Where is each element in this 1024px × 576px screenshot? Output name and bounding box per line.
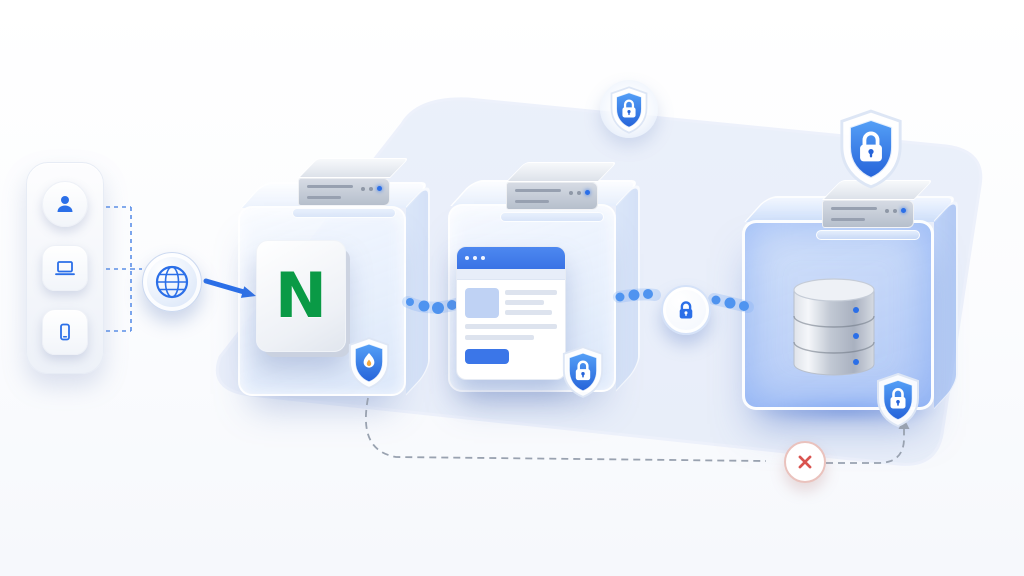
browser-window-icon xyxy=(456,246,566,380)
server-led xyxy=(377,186,382,191)
content-thumbnail xyxy=(465,288,499,318)
laptop-icon xyxy=(55,261,75,276)
shield-flame-icon xyxy=(348,337,390,389)
arrow-right-icon xyxy=(203,278,256,298)
client-link-lines xyxy=(106,206,142,332)
server-icon xyxy=(298,178,390,206)
lock-circle-icon xyxy=(661,285,711,335)
content-button xyxy=(465,349,509,364)
server-pedestal xyxy=(816,230,920,240)
shield-lock-icon xyxy=(562,346,604,398)
client-devices-panel xyxy=(26,162,104,374)
shield-lock-icon xyxy=(877,372,919,428)
user-tile xyxy=(42,181,88,227)
server-pedestal xyxy=(500,212,604,222)
flow-app-to-db xyxy=(613,288,754,313)
shield-lock-icon xyxy=(610,86,648,134)
browser-content xyxy=(457,280,565,372)
lock-icon xyxy=(679,301,693,319)
server-led xyxy=(585,190,590,195)
smartphone-icon xyxy=(60,323,70,341)
server-unit-db xyxy=(816,180,934,240)
database-icon xyxy=(793,278,875,376)
internet-globe xyxy=(142,252,202,312)
globe-icon xyxy=(155,265,189,299)
server-led xyxy=(901,208,906,213)
x-icon xyxy=(798,455,812,469)
phone-tile xyxy=(42,309,88,355)
x-circle-icon xyxy=(784,441,826,483)
server-unit-proxy xyxy=(292,158,410,218)
shield-lock-icon xyxy=(840,109,902,189)
server-pedestal xyxy=(292,208,396,218)
blocked-path-line xyxy=(365,397,905,464)
user-icon xyxy=(57,196,73,212)
nginx-letter: N xyxy=(275,259,327,332)
server-top-face xyxy=(506,162,618,182)
server-unit-app xyxy=(500,162,618,222)
server-icon xyxy=(822,200,914,228)
browser-toolbar xyxy=(457,269,565,280)
laptop-tile xyxy=(42,245,88,291)
nginx-logo: N xyxy=(256,240,346,352)
server-top-face xyxy=(298,158,410,178)
browser-title-bar xyxy=(457,247,565,269)
server-icon xyxy=(506,182,598,210)
